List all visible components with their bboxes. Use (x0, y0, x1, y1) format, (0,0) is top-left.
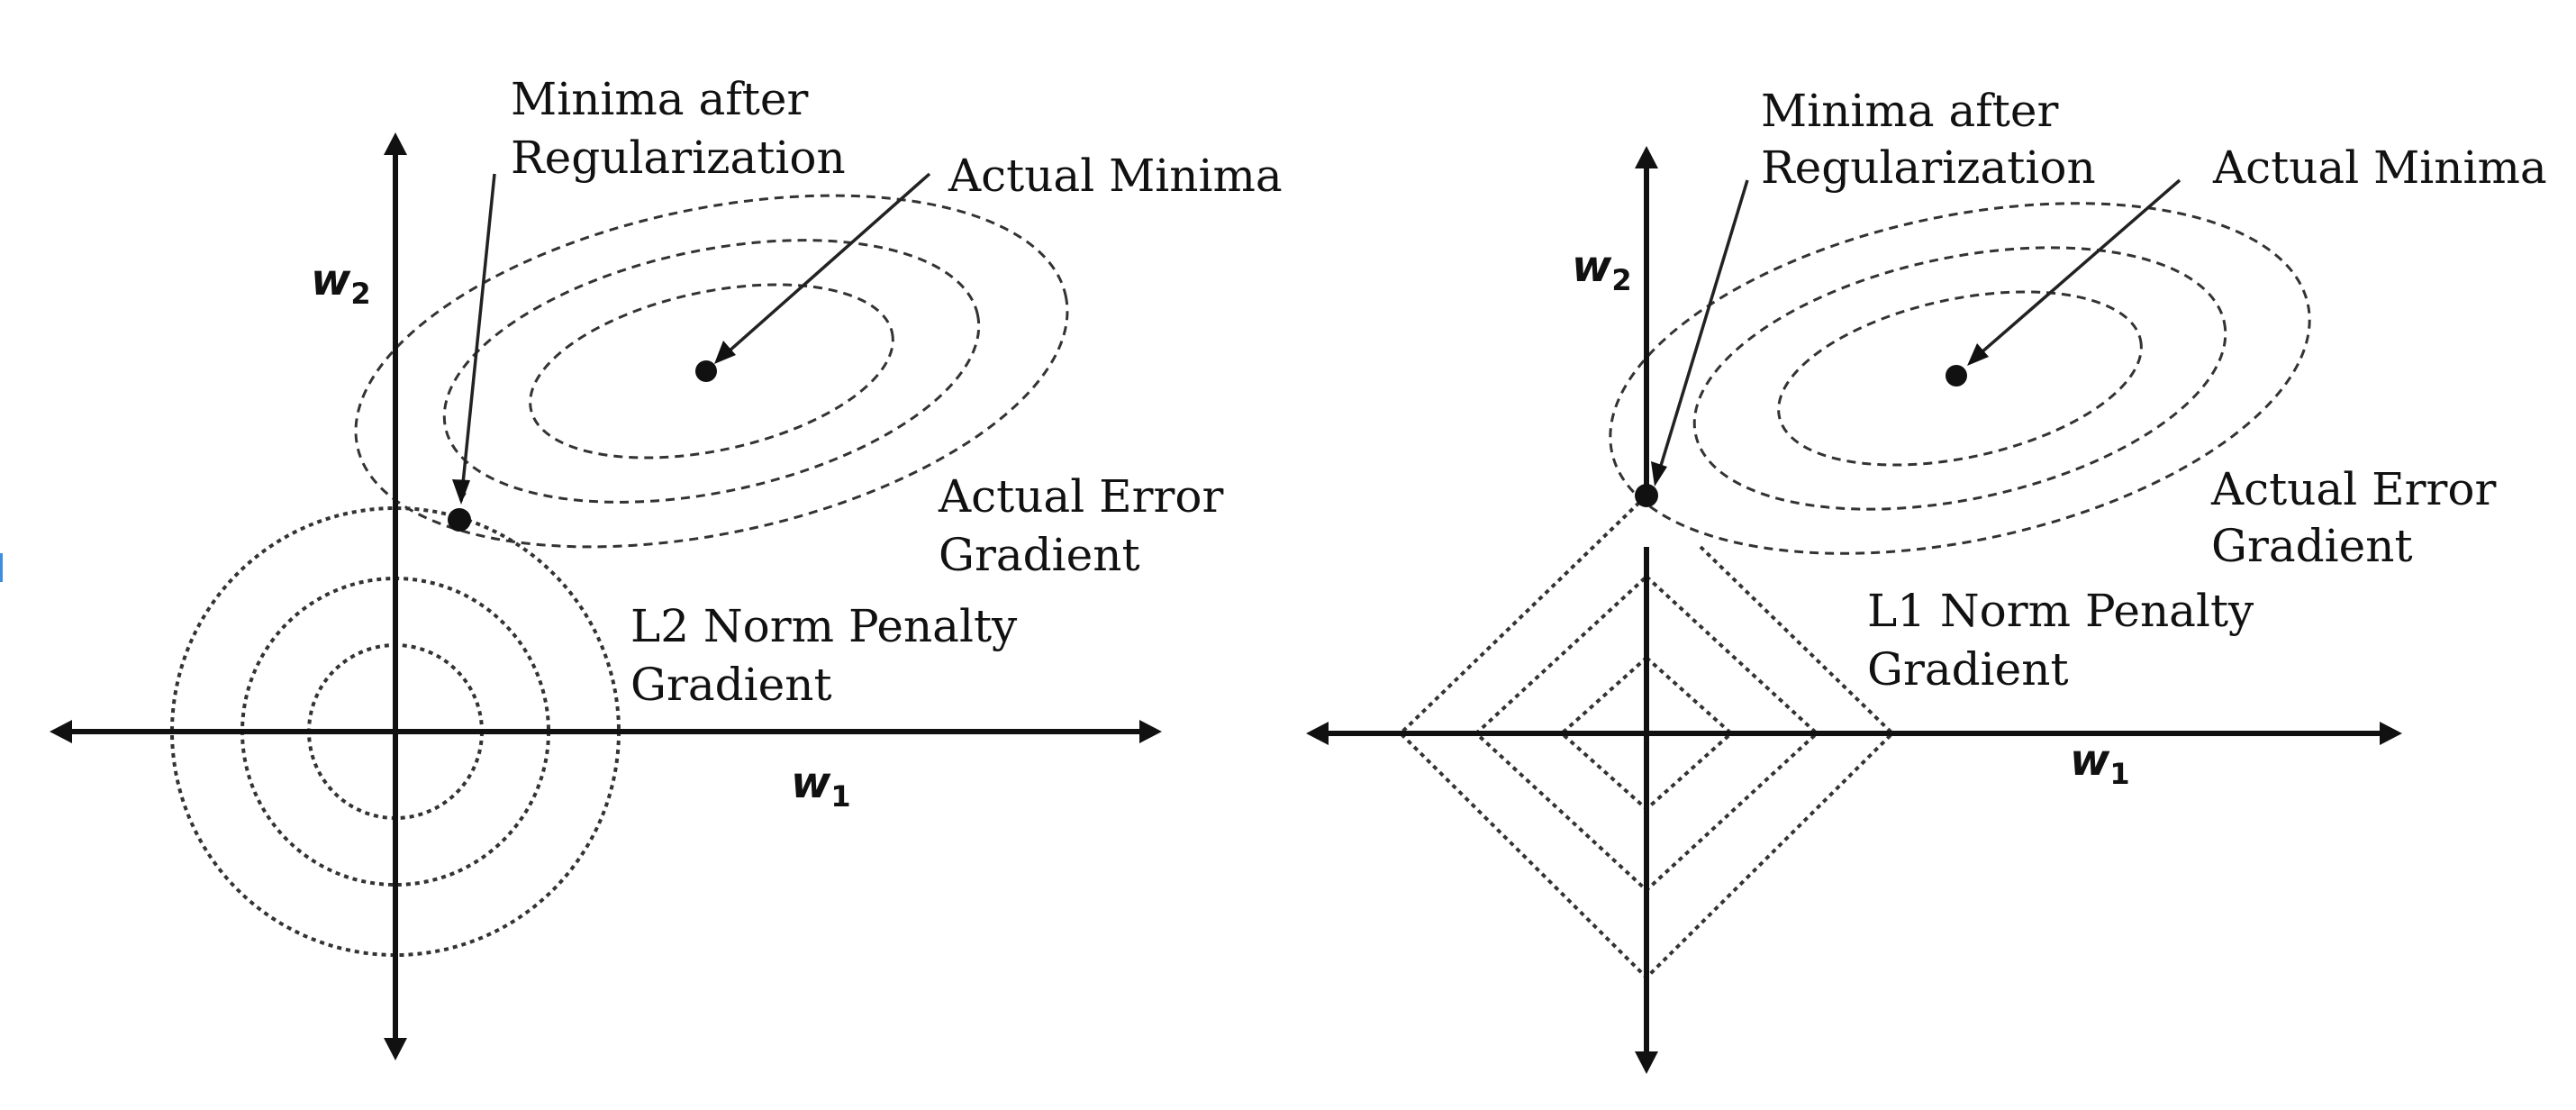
error-gradient-label-line2: Gradient (939, 529, 1140, 581)
y-axis-arrow-down (1635, 1051, 1658, 1074)
y-axis-arrow-down (384, 1038, 407, 1060)
y-axis-arrow-up (1635, 146, 1658, 168)
error-gradient-label-line1: Actual Error (938, 470, 1224, 523)
actual-minima-pointer (719, 172, 931, 360)
reg-minima-label-line2: Regularization (511, 132, 846, 184)
actual-minima-point (695, 360, 717, 382)
error-contour-inner (1777, 290, 2143, 467)
l1-panel: Minima after Regularization Actual Minim… (1306, 85, 2547, 1074)
l2-panel: Minima after Regularization Actual Minim… (50, 73, 1283, 1060)
y-axis-label: w2 (1572, 241, 1632, 297)
reg-minima-label-line1: Minima after (511, 73, 808, 125)
actual-minima-arrowhead (714, 341, 736, 364)
reg-minima-label-line2: Regularization (1761, 141, 2096, 194)
penalty-gradient-label-line1: L1 Norm Penalty (1867, 585, 2254, 637)
x-axis-label: w1 (2070, 735, 2130, 791)
reg-minima-pointer (457, 173, 496, 502)
x-axis-arrow-right (2380, 722, 2402, 745)
error-contour-middle (1692, 246, 2227, 511)
y-axis-label: w2 (311, 255, 371, 311)
error-contour-middle (442, 239, 981, 504)
error-contour-outer (354, 194, 1069, 549)
actual-minima-arrowhead (1967, 343, 1989, 366)
penalty-gradient-label-line2: Gradient (630, 659, 832, 711)
error-gradient-label-line1: Actual Error (2210, 463, 2497, 515)
regularized-minima-point (1635, 484, 1658, 507)
x-axis-label: w1 (791, 758, 851, 814)
actual-minima-label: Actual Minima (948, 150, 1283, 202)
error-contour-inner (529, 283, 894, 459)
l1-error-contours (1609, 202, 2311, 555)
x-axis-arrow-right (1139, 720, 1162, 743)
reg-minima-arrowhead (1651, 461, 1667, 487)
l2-error-contours (354, 194, 1069, 549)
penalty-gradient-label-line2: Gradient (1867, 643, 2069, 696)
reg-minima-pointer (1655, 179, 1749, 478)
x-axis-arrow-left (50, 720, 72, 743)
actual-minima-pointer (1973, 178, 2181, 360)
x-axis-arrow-left (1306, 722, 1329, 745)
error-contour-outer (1609, 202, 2311, 555)
reg-minima-label-line1: Minima after (1761, 85, 2058, 137)
actual-minima-label: Actual Minima (2212, 141, 2547, 194)
y-axis-arrow-up (384, 132, 407, 155)
penalty-gradient-label-line1: L2 Norm Penalty (630, 600, 1018, 652)
reg-minima-arrowhead (452, 479, 470, 505)
regularized-minima-point (448, 508, 471, 532)
actual-minima-point (1946, 365, 1967, 387)
error-gradient-label-line2: Gradient (2211, 520, 2413, 572)
edge-marker (0, 553, 3, 582)
